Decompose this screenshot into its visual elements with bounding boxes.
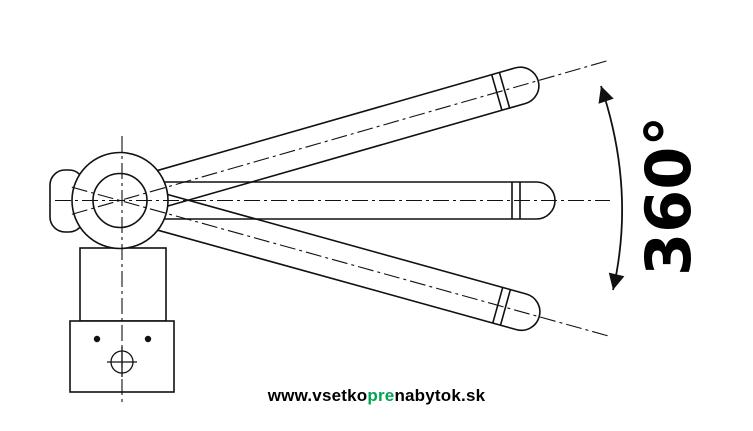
website-suffix: nabytok.sk xyxy=(394,386,486,405)
base-dot-right xyxy=(144,335,152,343)
website-highlight: pre xyxy=(367,386,395,405)
base-dot-left xyxy=(93,335,101,343)
website-caption: www.vsetkoprenabytok.sk xyxy=(0,386,753,406)
faucet-neck xyxy=(79,247,167,322)
centerline-lower-arm xyxy=(71,186,612,338)
rotation-arc xyxy=(598,85,625,291)
rotation-angle-label: 360° xyxy=(632,116,705,276)
centerline-upper-arm xyxy=(71,59,611,215)
website-prefix: www.vsetko xyxy=(267,386,368,405)
centerlines xyxy=(55,59,612,402)
